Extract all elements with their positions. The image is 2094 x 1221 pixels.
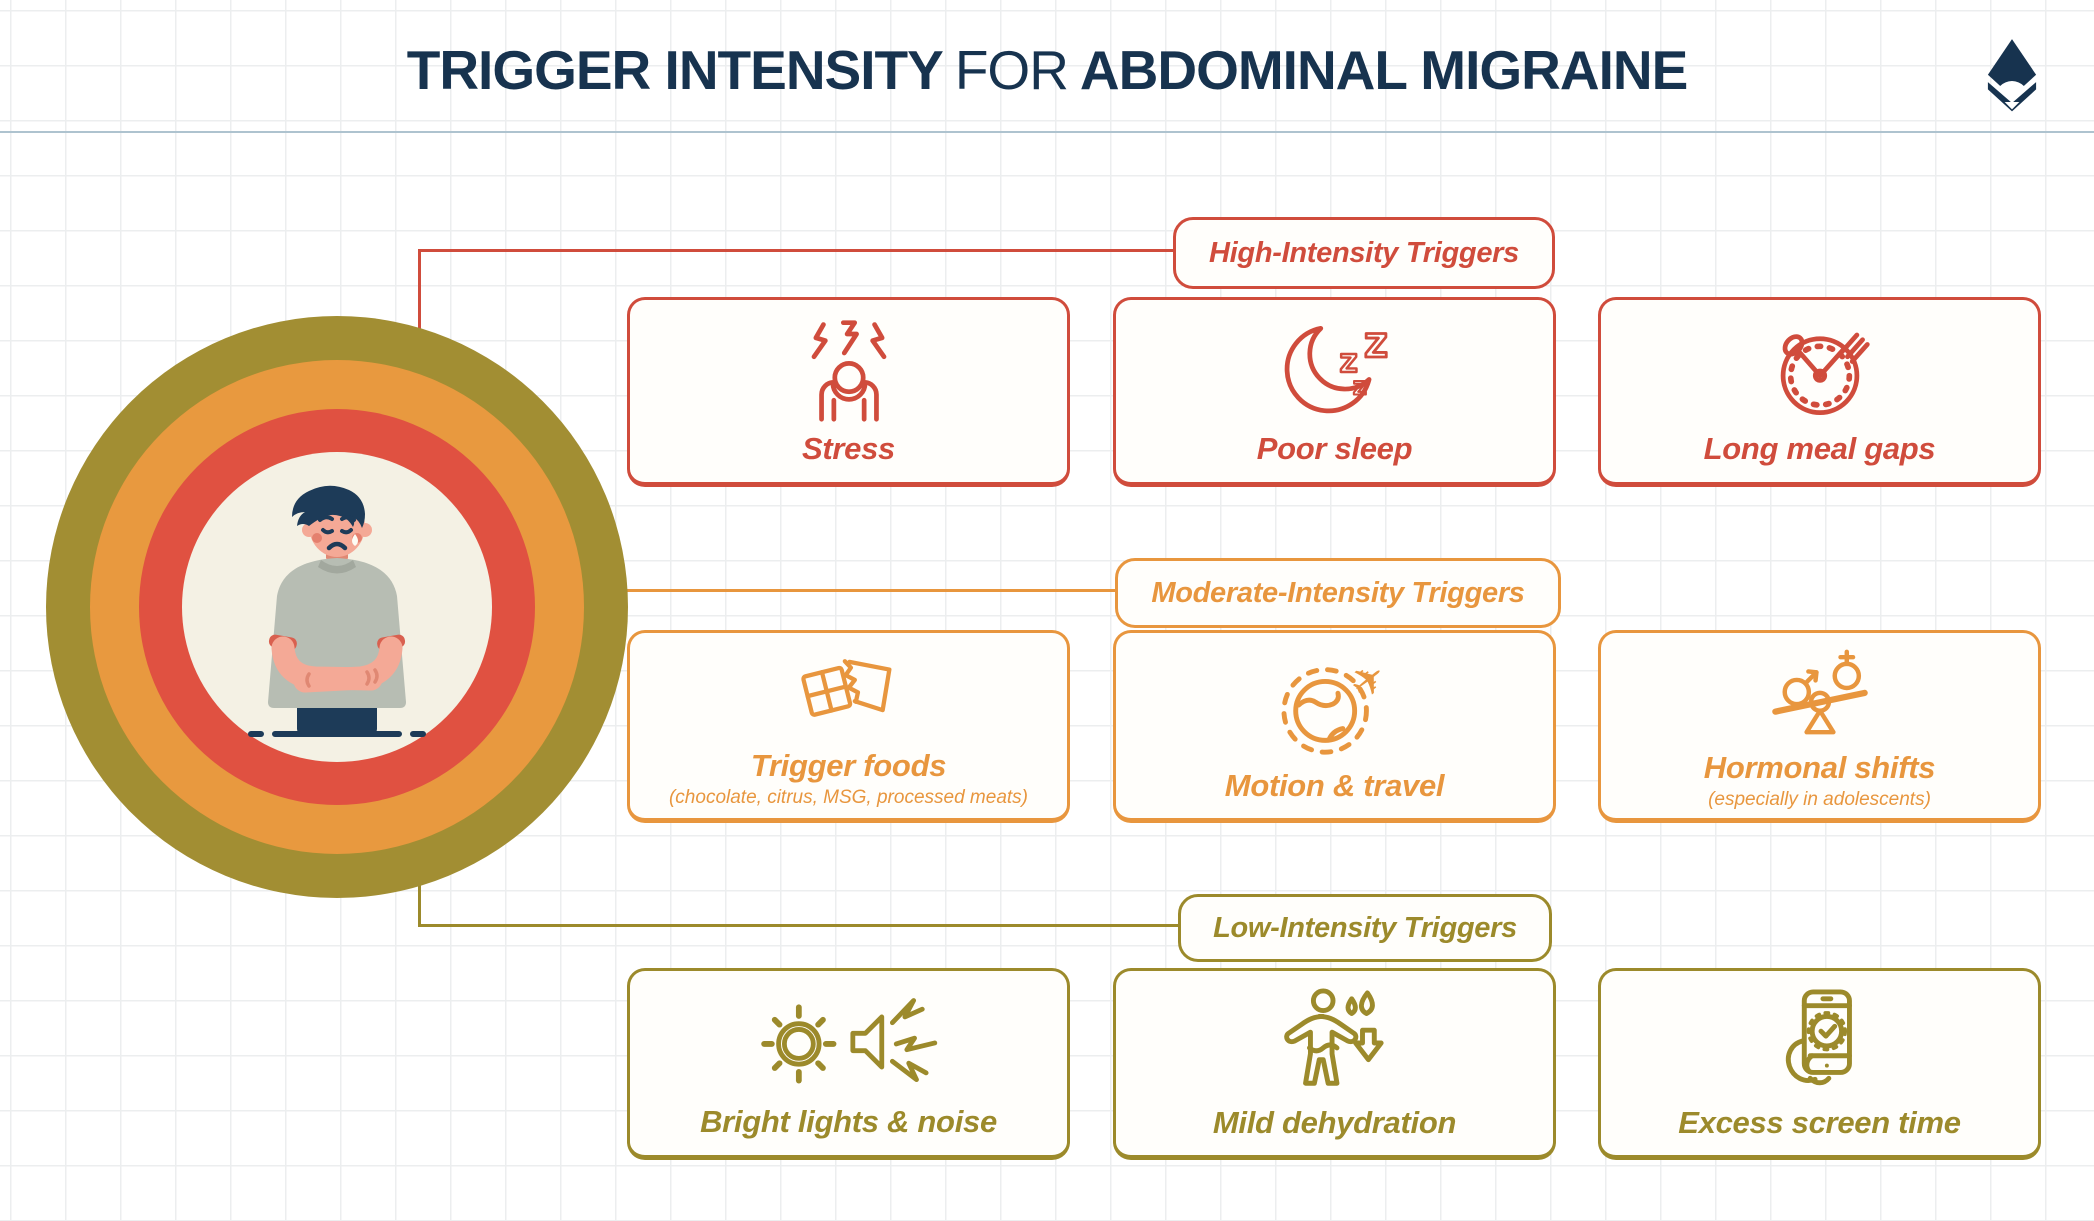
title-mid: FOR xyxy=(954,39,1069,101)
clock-spoon-fork-icon xyxy=(1755,317,1885,423)
connector-low-horizontal xyxy=(418,924,1179,927)
connector-high-vertical xyxy=(418,249,421,359)
card-label: Bright lights & noise xyxy=(700,1104,997,1139)
gender-balance-icon xyxy=(1750,642,1890,742)
svg-text:Z: Z xyxy=(1352,378,1366,400)
svg-text:Z: Z xyxy=(1339,349,1357,378)
globe-airplane-icon: ✈ xyxy=(1265,650,1405,760)
crescent-moon-zzz-icon: Z Z Z xyxy=(1270,317,1400,423)
connector-moderate-horizontal xyxy=(560,589,1116,592)
trigger-card-bright-lights-noise: Bright lights & noise xyxy=(627,968,1070,1160)
trigger-card-stress: Stress xyxy=(627,297,1070,487)
svg-text:Z: Z xyxy=(1364,327,1387,365)
body-water-drop-icon xyxy=(1265,987,1405,1097)
chocolate-bar-icon xyxy=(779,644,919,740)
sun-speaker-icon xyxy=(751,988,946,1096)
header-divider xyxy=(0,131,2094,133)
svg-text:✈: ✈ xyxy=(1339,651,1396,710)
card-label: Stress xyxy=(802,431,895,466)
title-tail: ABDOMINAL MIGRAINE xyxy=(1079,39,1688,101)
card-label: Poor sleep xyxy=(1256,431,1413,466)
stress-head-in-hands-icon xyxy=(784,317,914,423)
card-label: Excess screen time xyxy=(1678,1105,1961,1140)
card-label: Mild dehydration xyxy=(1212,1105,1457,1140)
trigger-card-excess-screen-time: Excess screen time xyxy=(1598,968,2041,1160)
trigger-card-mild-dehydration: Mild dehydration xyxy=(1113,968,1556,1160)
card-label: Motion & travel xyxy=(1224,767,1445,803)
trigger-card-long-meal-gaps: Long meal gaps xyxy=(1598,297,2041,487)
category-label-high: High-Intensity Triggers xyxy=(1173,217,1555,289)
category-label-text: Moderate-Intensity Triggers xyxy=(1151,576,1525,609)
connector-low-vertical xyxy=(418,850,421,927)
drop-diamond-logo-icon xyxy=(1987,39,2037,115)
card-label: Hormonal shifts xyxy=(1703,750,1936,785)
trigger-card-poor-sleep: Z Z Z Poor sleep xyxy=(1113,297,1556,487)
card-sublabel: (chocolate, citrus, MSG, processed meats… xyxy=(668,787,1028,808)
person-holding-stomach-illustration xyxy=(248,485,426,737)
category-label-low: Low-Intensity Triggers xyxy=(1178,894,1552,962)
trigger-card-motion-travel: ✈ Motion & travel xyxy=(1113,630,1556,823)
card-label: Trigger foods xyxy=(750,748,947,783)
connector-high-horizontal xyxy=(418,249,1174,252)
trigger-card-hormonal-shifts: Hormonal shifts (especially in adolescen… xyxy=(1598,630,2041,823)
card-label: Long meal gaps xyxy=(1703,431,1936,466)
phone-clock-hand-icon xyxy=(1750,987,1890,1097)
category-label-text: Low-Intensity Triggers xyxy=(1213,911,1517,944)
trigger-card-trigger-foods: Trigger foods (chocolate, citrus, MSG, p… xyxy=(627,630,1070,823)
category-label-moderate: Moderate-Intensity Triggers xyxy=(1115,558,1561,628)
title-lead: TRIGGER INTENSITY xyxy=(406,39,944,101)
category-label-text: High-Intensity Triggers xyxy=(1209,236,1519,269)
card-sublabel: (especially in adolescents) xyxy=(1708,789,1931,810)
